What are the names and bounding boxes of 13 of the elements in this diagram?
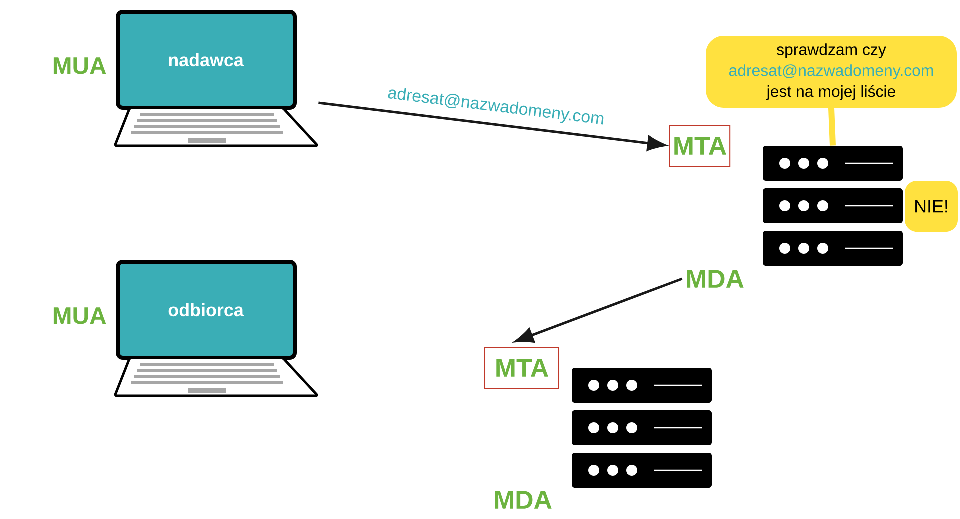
label-box: MTA [669,125,731,167]
laptop-drawing: odbiorca [114,260,318,398]
server-drawing [572,368,712,488]
side-label: MDA [687,270,744,288]
side-label: MUA [54,58,106,74]
label-box: MTA [484,347,560,389]
side-label: MDA [495,491,552,509]
side-label: MUA [54,308,106,324]
laptop-drawing: nadawca [114,10,318,148]
speech-bubble: NIE! [905,181,958,232]
server-drawing [763,146,903,266]
speech-bubble: sprawdzam czy adresat@nazwadomeny.com jest na mojej liście [706,36,957,108]
arrow [515,278,683,343]
